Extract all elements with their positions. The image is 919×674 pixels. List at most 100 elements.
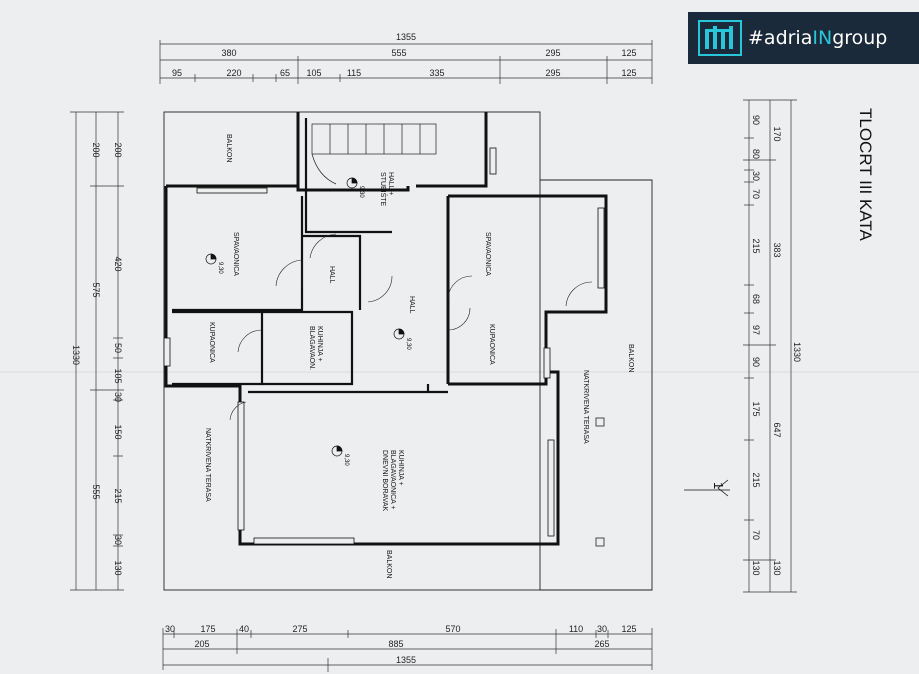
room-label-spavaonica-left: SPAVAONICA <box>232 232 239 276</box>
dim-label: 420 <box>113 256 123 271</box>
dim-label: 335 <box>429 68 444 78</box>
dim-label: 50 <box>113 343 123 353</box>
room-label-balkon-top: BALKON <box>225 134 232 162</box>
dims-left-row2: 200 575 555 <box>91 142 101 499</box>
brand-name-prefix: #adria <box>748 27 813 49</box>
dim-top-overall: 1355 <box>396 32 416 42</box>
room-label-kupaonica-left: KUPAONICA <box>208 322 215 363</box>
dim-label: 68 <box>751 294 761 304</box>
brand-logo: #adriaINgroup <box>688 12 919 64</box>
room-label-terasa-left: NATKRIVENA TERASA <box>204 428 211 502</box>
brand-name-accent: IN <box>812 27 833 49</box>
brand-name-suffix: group <box>832 27 888 49</box>
room-label-balkon-right: BALKON <box>627 344 634 372</box>
dim-label: 200 <box>91 142 101 157</box>
level-label: 9,30 <box>358 186 364 198</box>
room-label-living: DNEVNI BORAVAK <box>381 450 388 512</box>
dims-right-row1: 90 80 30 70 215 68 97 90 175 215 70 130 <box>751 115 761 576</box>
dim-label: 115 <box>347 68 361 78</box>
dim-label: 125 <box>621 624 636 634</box>
dim-label: 215 <box>751 472 761 487</box>
room-label-balkon-bottom: BALKON <box>385 550 392 578</box>
plan-title: TLOCRT III KATA <box>856 108 875 242</box>
dim-label: 90 <box>751 357 761 367</box>
orientation-label: 1 <box>711 482 726 489</box>
room-label-kupaonica-right: KUPAONICA <box>488 324 495 365</box>
dim-label: 170 <box>772 126 782 141</box>
dim-label: 200 <box>113 142 123 157</box>
dim-label: 130 <box>113 560 123 575</box>
dim-label: 885 <box>388 639 403 649</box>
dim-label: 105 <box>113 368 123 383</box>
dim-label: 175 <box>751 401 761 416</box>
room-label-kuhinja-small: KUHINJA + <box>316 326 323 362</box>
room-label-living: BLAGAVAONICA + <box>389 450 396 509</box>
dim-label: 295 <box>545 68 560 78</box>
windows <box>163 147 605 545</box>
dim-label: 70 <box>751 189 761 199</box>
dim-label: 205 <box>194 639 209 649</box>
top-dimension-lines <box>159 40 653 84</box>
dim-label: 575 <box>91 282 101 297</box>
room-label-hall-stubiste: HALL + <box>387 172 394 195</box>
orientation-marker <box>684 479 730 497</box>
room-label-spavaonica-right: SPAVAONICA <box>484 232 491 276</box>
dim-label: 90 <box>751 115 761 125</box>
dims-left-row1: 200 420 50 105 30 150 215 30 130 <box>113 142 123 575</box>
dim-label: 220 <box>226 68 241 78</box>
dim-label: 130 <box>751 560 761 575</box>
dim-label: 555 <box>91 484 101 499</box>
dim-label: 150 <box>113 424 123 439</box>
dim-label: 570 <box>445 624 460 634</box>
room-label-hall-small: HALL <box>328 266 335 284</box>
dim-label: 125 <box>621 48 636 58</box>
dim-label: 40 <box>239 624 249 634</box>
dim-label: 80 <box>751 149 761 159</box>
bottom-dimension-lines <box>162 628 653 672</box>
brand-name: #adriaINgroup <box>748 27 887 49</box>
dim-bottom-overall: 1355 <box>396 655 416 665</box>
dims-left-overall: 1330 <box>71 345 81 365</box>
dim-label: 275 <box>292 624 307 634</box>
exterior-walls <box>164 112 608 546</box>
brand-logo-icon <box>698 20 742 56</box>
dim-label: 555 <box>391 48 406 58</box>
dims-top-row3: 95 220 65 105 115 335 295 125 <box>172 68 637 78</box>
dim-label: 295 <box>545 48 560 58</box>
dim-label: 110 <box>569 624 583 634</box>
dim-label: 30 <box>751 171 761 181</box>
room-label-kuhinja-small: BLAGAVAON. <box>308 326 315 370</box>
dim-label: 383 <box>772 242 782 257</box>
dims-top-row2: 380 555 295 125 <box>221 48 636 58</box>
level-markers <box>205 177 405 457</box>
stairs <box>311 123 437 185</box>
dim-label: 95 <box>172 68 182 78</box>
dim-label: 215 <box>751 238 761 253</box>
dim-label: 65 <box>280 68 290 78</box>
dims-right-row2: 170 383 647 130 <box>772 126 782 575</box>
left-dimension-lines <box>70 111 124 591</box>
room-label-hall-stubiste: STUBIŠTE <box>379 172 388 207</box>
dim-label: 97 <box>751 325 761 335</box>
door-swings <box>229 233 593 421</box>
dim-label: 175 <box>200 624 215 634</box>
dim-label: 130 <box>772 560 782 575</box>
level-label: 9,30 <box>217 262 223 274</box>
dim-label: 125 <box>621 68 636 78</box>
dim-label: 1330 <box>71 345 81 365</box>
dim-label: 70 <box>751 530 761 540</box>
dim-label: 265 <box>594 639 609 649</box>
room-label-hall-center: HALL <box>408 296 415 314</box>
dim-label: 30 <box>597 624 607 634</box>
dims-bottom-row2: 205 885 265 <box>194 639 609 649</box>
dim-label: 105 <box>306 68 321 78</box>
dims-bottom-row1: 30 175 40 275 570 110 30 125 <box>165 624 637 634</box>
dim-label: 647 <box>772 422 782 437</box>
room-label-living: KUHINJA + <box>397 450 404 486</box>
right-dimension-lines <box>743 99 797 593</box>
dim-label: 30 <box>165 624 175 634</box>
dim-label: 380 <box>221 48 236 58</box>
room-label-terasa-right: NATKRIVENA TERASA <box>582 370 589 444</box>
interior-walls <box>172 118 448 394</box>
